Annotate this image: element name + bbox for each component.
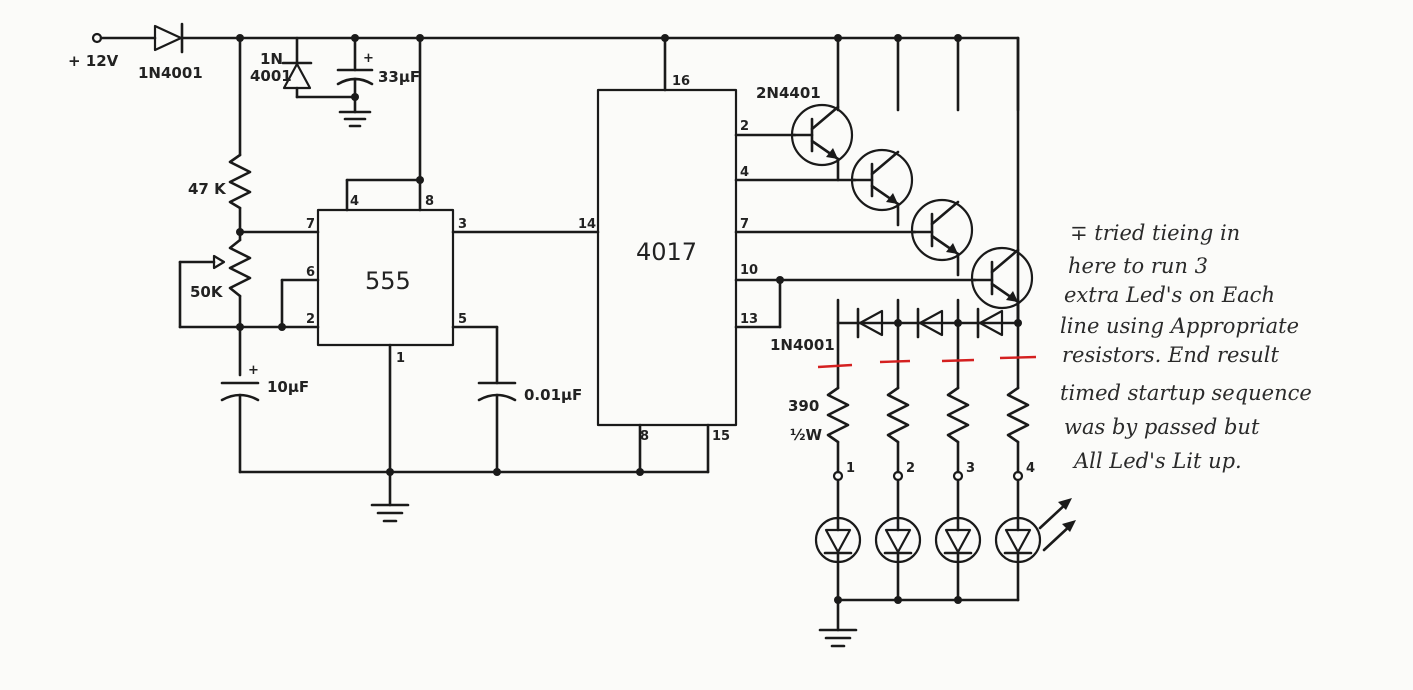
pin-555-8: 8 <box>425 194 434 209</box>
diode-protect-label-2: 4001 <box>250 67 292 85</box>
annotation-line-4: line using Appropriate <box>1060 314 1299 338</box>
resistor-led-power: ½W <box>790 426 823 444</box>
diode-input-label: 1N4001 <box>138 64 203 82</box>
pin-555-7: 7 <box>306 217 315 232</box>
diode-input <box>153 22 184 54</box>
annotation-line-5: resistors. End result <box>1062 343 1279 367</box>
pin-4017-4: 4 <box>740 165 749 180</box>
capacitor-33uf <box>336 36 374 128</box>
diode-protect <box>281 36 359 101</box>
capacitor-10uf <box>220 381 260 474</box>
led-column-3: 3 <box>934 36 982 602</box>
pin-4017-15: 15 <box>712 429 730 444</box>
transistor-3 <box>910 198 974 277</box>
supply-rail <box>91 32 1020 257</box>
led-number-2: 2 <box>906 461 915 476</box>
pin-555-1: 1 <box>396 351 405 366</box>
transistor-array <box>790 103 1034 325</box>
pin-4017-14: 14 <box>578 217 596 232</box>
diode-protect-label-1: 1N <box>260 50 283 68</box>
pin-4017-8: 8 <box>640 429 649 444</box>
ic-555-label: 555 <box>365 267 411 295</box>
led-number-3: 3 <box>966 461 975 476</box>
pin-4017-13: 13 <box>740 312 758 327</box>
led-column-4: 4 <box>994 36 1042 602</box>
led-columns: 1 2 3 4 <box>814 36 1042 602</box>
led-emission-arrows <box>1038 498 1076 552</box>
supply-label: + 12V <box>68 52 119 70</box>
ic-4017-label: 4017 <box>636 238 697 266</box>
capacitor-10uf-label: 10μF <box>267 378 309 396</box>
transistor-1 <box>790 103 854 182</box>
ic-555 <box>278 36 600 507</box>
led-column-2: 2 <box>874 36 922 602</box>
ground-bus <box>238 468 710 523</box>
pin-4017-10: 10 <box>740 263 758 278</box>
diode-chain-label: 1N4001 <box>770 336 835 354</box>
pin-555-3: 3 <box>458 217 467 232</box>
pin-555-6: 6 <box>306 265 315 280</box>
resistor-led-value: 390 <box>788 397 819 415</box>
transistor-2 <box>850 148 914 227</box>
annotation-line-2: here to run 3 <box>1068 254 1208 278</box>
transistor-label: 2N4401 <box>756 84 821 102</box>
ic-4017 <box>596 36 977 474</box>
pin-555-2: 2 <box>306 312 315 327</box>
pot-50k-label: 50K <box>190 283 224 301</box>
diode-chain <box>836 253 1022 339</box>
resistor-47k-label: 47 K <box>188 180 227 198</box>
annotation-line-1: ∓ tried tieing in <box>1070 221 1240 245</box>
pin-4017-7: 7 <box>740 217 749 232</box>
annotation-line-6: timed startup sequence <box>1060 381 1312 405</box>
transistor-4 <box>970 246 1034 325</box>
capacitor-33uf-label: 33μF <box>378 68 420 86</box>
capacitor-001uf <box>477 381 517 474</box>
led-column-1: 1 <box>814 36 862 602</box>
annotation-line-3: extra Led's on Each <box>1064 283 1275 307</box>
capacitor-001uf-label: 0.01μF <box>524 386 582 404</box>
pin-555-4: 4 <box>350 194 359 209</box>
red-marks <box>817 355 1037 369</box>
annotation-line-7: was by passed but <box>1064 415 1260 439</box>
timing-resistors <box>178 36 320 377</box>
annotation-line-8: All Led's Lit up. <box>1072 449 1242 473</box>
pin-4017-2: 2 <box>740 119 749 134</box>
led-number-4: 4 <box>1026 461 1035 476</box>
pin-555-5: 5 <box>458 312 467 327</box>
led-number-1: 1 <box>846 461 855 476</box>
cap-supply-plus: + <box>363 51 374 66</box>
pin-4017-16: 16 <box>672 74 690 89</box>
cap-timing-plus: + <box>248 363 259 378</box>
handwritten-annotation: ∓ tried tieing in here to run 3 extra Led'… <box>1060 221 1312 473</box>
led-ground <box>818 596 1020 648</box>
